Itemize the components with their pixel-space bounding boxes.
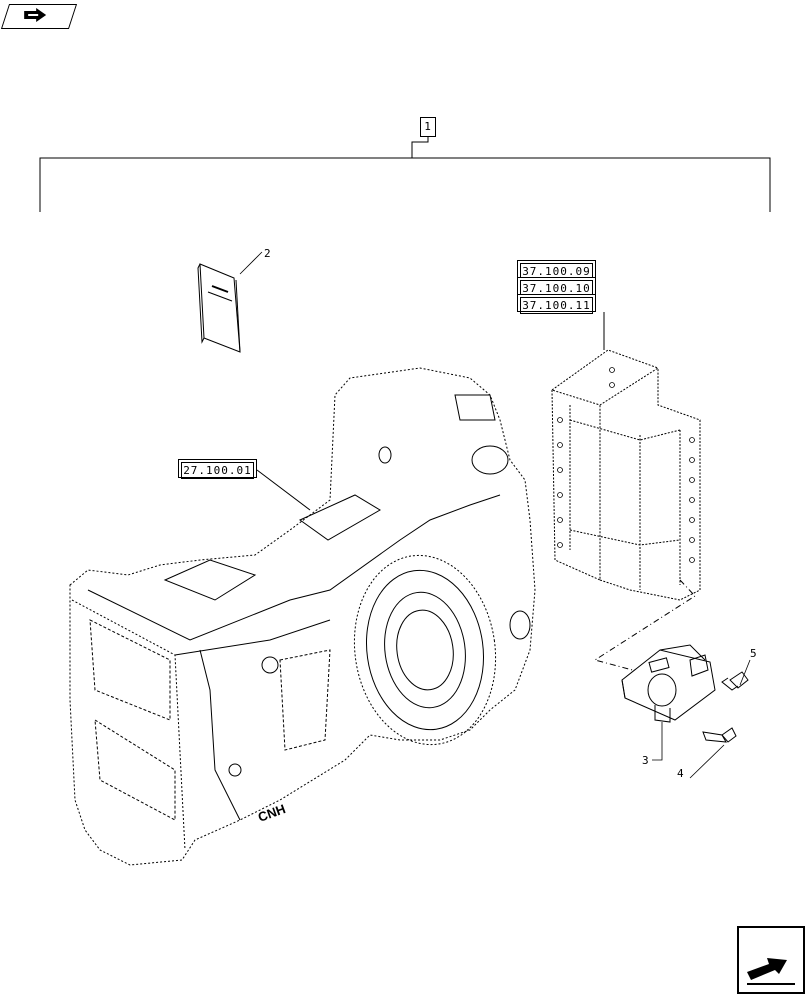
- group-label: 1: [420, 117, 436, 137]
- hitch-reference-stack: 37.100.09 37.100.10 37.100.11: [517, 260, 596, 314]
- hitch-ref-1[interactable]: 37.100.09: [517, 260, 596, 280]
- next-page-button[interactable]: [737, 926, 805, 994]
- callout-manual: 2: [264, 247, 271, 260]
- hitch-ref-2[interactable]: 37.100.10: [517, 277, 596, 297]
- callout-ball-hitch: 3: [642, 754, 649, 767]
- bolt-long-drawing: [702, 727, 737, 743]
- page-next-arrow-icon: [747, 958, 795, 985]
- ball-hitch-drawing: [621, 644, 716, 723]
- operator-manual-drawing: [197, 251, 263, 353]
- arrow-left-icon: [24, 8, 47, 22]
- bolt-short-drawing: [721, 671, 749, 691]
- housing-logo: CNH: [256, 801, 288, 825]
- transmission-housing-drawing: [69, 367, 536, 866]
- callout-leaders: [652, 659, 751, 779]
- assembly-centerline: [593, 579, 696, 681]
- housing-ref-leader: [256, 469, 311, 511]
- group-bracket: [39, 137, 771, 212]
- housing-ref[interactable]: 27.100.01: [178, 459, 257, 479]
- callout-bolt-long: 4: [677, 767, 684, 780]
- hitch-frame-holes: [557, 367, 695, 563]
- callout-bolt-short: 5: [750, 647, 757, 660]
- back-button[interactable]: [0, 4, 78, 29]
- hitch-frame-drawing: [550, 349, 701, 601]
- hitch-ref-3[interactable]: 37.100.11: [517, 294, 596, 314]
